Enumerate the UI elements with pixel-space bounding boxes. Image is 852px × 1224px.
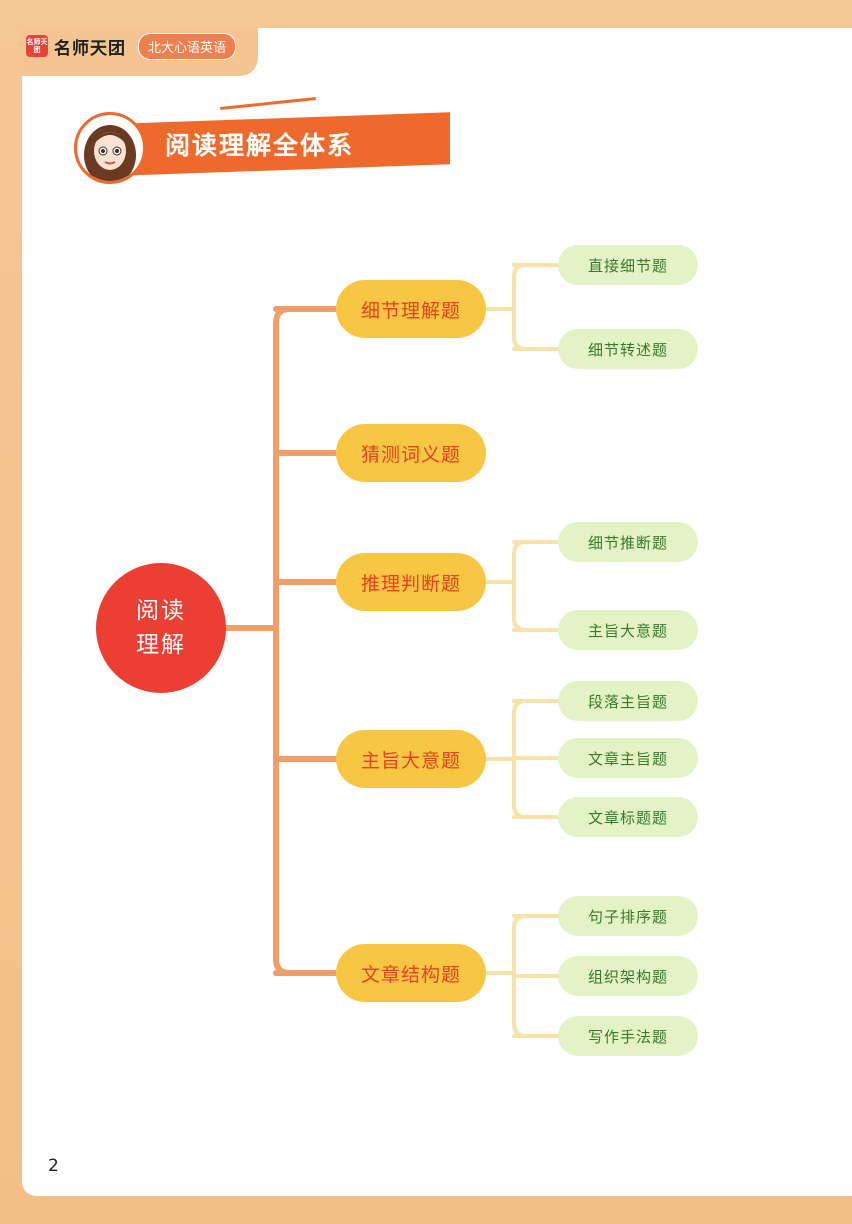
page-number: 2 bbox=[48, 1156, 59, 1176]
leaf-label: 写作手法题 bbox=[587, 1027, 668, 1046]
branch-label: 猜测词义题 bbox=[360, 443, 461, 466]
leaf-node: 细节推断题 bbox=[558, 522, 698, 562]
branch-node-4: 主旨大意题 bbox=[336, 730, 486, 788]
section-title: 阅读理解全体系 bbox=[165, 131, 355, 160]
leaf-node: 句子排序题 bbox=[558, 896, 698, 936]
leaf-node: 细节转述题 bbox=[558, 329, 698, 369]
leaf-node: 文章主旨题 bbox=[558, 738, 698, 778]
teacher-avatar-icon bbox=[74, 112, 146, 184]
branch-label: 文章结构题 bbox=[360, 963, 461, 986]
leaf-node: 主旨大意题 bbox=[558, 610, 698, 650]
leaf-node: 组织架构题 bbox=[558, 956, 698, 996]
branch-label: 细节理解题 bbox=[360, 299, 461, 322]
leaf-node: 文章标题题 bbox=[558, 797, 698, 837]
branch-label: 推理判断题 bbox=[360, 572, 461, 595]
branch-node-2: 猜测词义题 bbox=[336, 424, 486, 482]
leaf-label: 主旨大意题 bbox=[587, 621, 668, 640]
leaf-label: 段落主旨题 bbox=[587, 692, 668, 711]
branch-node-1: 细节理解题 bbox=[336, 280, 486, 338]
branch-node-5: 文章结构题 bbox=[336, 944, 486, 1002]
brand-header: 名师天团 名师天团 北大心语英语 bbox=[26, 32, 237, 60]
leaf-spine-connector bbox=[512, 540, 528, 632]
leaf-label: 直接细节题 bbox=[587, 256, 668, 275]
trunk-connector bbox=[273, 306, 293, 976]
branch-node-3: 推理判断题 bbox=[336, 553, 486, 611]
leaf-label: 组织架构题 bbox=[587, 967, 668, 986]
brand-name: 名师天团 bbox=[54, 38, 126, 59]
mindmap-root-label: 阅读 理解 bbox=[136, 598, 186, 658]
mindmap-root-node: 阅读 理解 bbox=[96, 563, 226, 693]
leaf-node: 直接细节题 bbox=[558, 245, 698, 285]
leaf-label: 细节推断题 bbox=[587, 533, 668, 552]
leaf-node: 写作手法题 bbox=[558, 1016, 698, 1056]
section-title-block: 阅读理解全体系 bbox=[70, 96, 450, 190]
leaf-label: 文章主旨题 bbox=[587, 749, 668, 768]
brand-tag: 北大心语英语 bbox=[138, 32, 237, 60]
brand-logo-text: 名师天团 bbox=[26, 38, 48, 54]
branch-label: 主旨大意题 bbox=[360, 749, 461, 772]
leaf-label: 细节转述题 bbox=[587, 340, 668, 359]
leaf-label: 文章标题题 bbox=[587, 808, 668, 827]
brand-logo-icon: 名师天团 bbox=[26, 35, 48, 57]
leaf-node: 段落主旨题 bbox=[558, 681, 698, 721]
leaf-label: 句子排序题 bbox=[587, 907, 668, 926]
leaf-spine-connector bbox=[512, 263, 528, 351]
